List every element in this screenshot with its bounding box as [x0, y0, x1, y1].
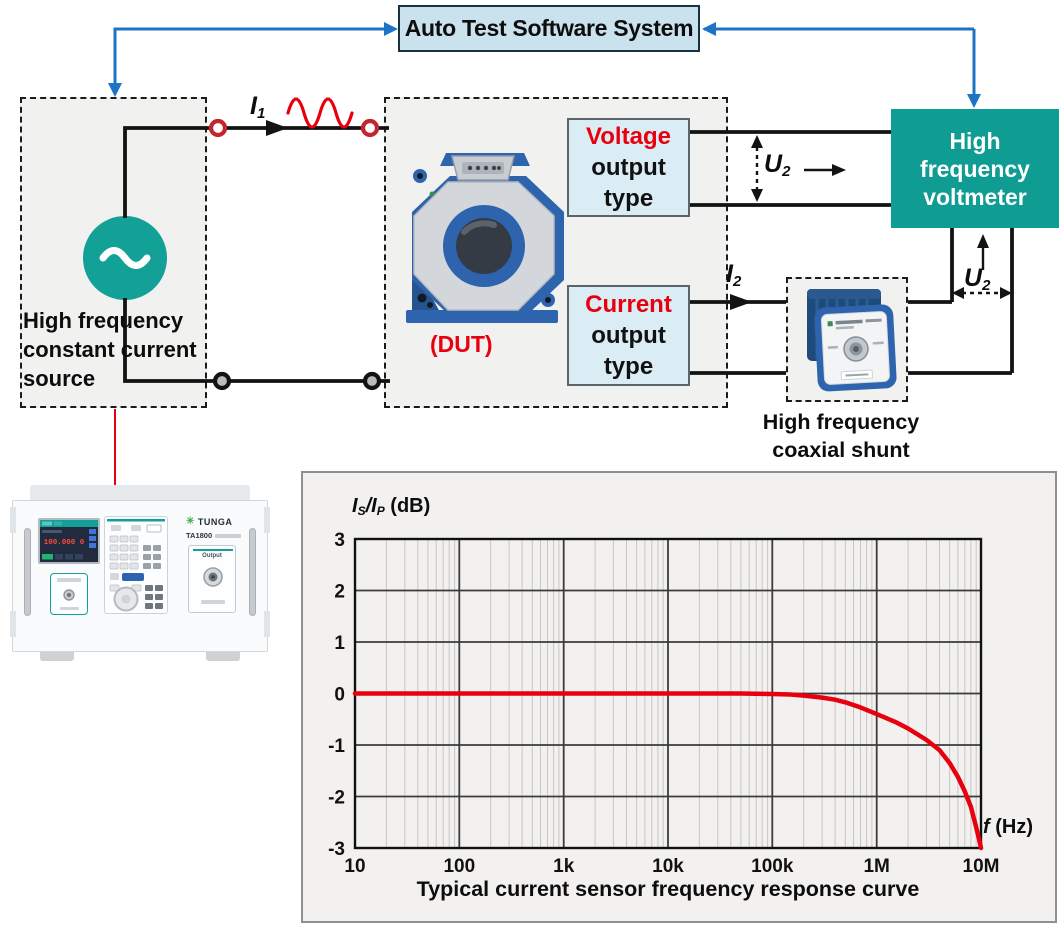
- chart-x-axis-label: f (Hz): [983, 816, 1033, 838]
- shunt-voltmeter-wires: [908, 228, 1014, 375]
- u2-right-arrow-right-icon: [1000, 287, 1012, 299]
- model-text: TA1800: [186, 531, 213, 540]
- brand-text: TUNGA: [197, 517, 233, 527]
- instrument-handle-right: [249, 528, 256, 616]
- rack-ear: [264, 507, 270, 533]
- output-connector-icon: [203, 567, 223, 587]
- dut-sensor-image: [398, 150, 568, 332]
- instrument-input-panel: [50, 573, 88, 615]
- u2-span-arrow-up-icon: [751, 135, 763, 148]
- x-tick-label: 1M: [863, 856, 889, 877]
- primary-current-wires: [123, 126, 390, 383]
- ac-source-symbol: [83, 216, 167, 300]
- x-tick-label: 100: [443, 856, 475, 877]
- current-output-word: output: [591, 322, 666, 349]
- display-reading: 100.000 0: [44, 539, 85, 547]
- terminal-bottom-right: [362, 371, 382, 391]
- y-tick-label: -1: [328, 736, 345, 757]
- current-source-instrument: 100.000 0: [10, 483, 270, 675]
- y-tick-label: -2: [328, 788, 345, 809]
- voltage-output-type-box: Voltage output type: [567, 118, 690, 217]
- current-type-word: type: [603, 353, 654, 380]
- tunga-logo-icon: ✳: [186, 516, 195, 527]
- input-connector-icon: [63, 589, 75, 601]
- i2-direction-arrow-icon: [730, 294, 752, 310]
- response-curve: [352, 691, 984, 851]
- auto-test-software-box: Auto Test Software System: [398, 5, 700, 52]
- current-sensor-icon: [406, 153, 564, 323]
- shunt-caption: High frequency coaxial shunt: [762, 410, 920, 462]
- i1-label: I1: [250, 92, 266, 122]
- source-label: High frequency constant current source: [23, 308, 197, 391]
- arrow-down-source-icon: [108, 83, 122, 97]
- voltage-word: Voltage: [586, 123, 671, 150]
- arrow-down-voltmeter-icon: [967, 94, 981, 108]
- y-tick-label: 0: [334, 685, 345, 706]
- u2-right-arrow-up-icon: [977, 234, 989, 248]
- arrow-into-software-left-icon: [384, 22, 398, 36]
- terminal-bottom-left: [212, 371, 232, 391]
- voltage-output-word: output: [591, 154, 666, 181]
- rack-ear: [10, 507, 16, 533]
- voltage-type-word: type: [603, 185, 654, 212]
- u2-right-arrow-left-icon: [952, 287, 964, 299]
- instrument-brand: ✳ TUNGA: [186, 516, 233, 528]
- current-output-wires: [690, 300, 786, 375]
- ac-sine-icon: [99, 247, 151, 269]
- terminal-top-right: [360, 118, 380, 138]
- coaxial-shunt-image: [797, 285, 899, 395]
- instrument-foot: [206, 652, 240, 661]
- instrument-keypad: [104, 516, 168, 614]
- auto-test-label: Auto Test Software System: [404, 15, 694, 41]
- y-tick-label: 3: [334, 530, 345, 551]
- instrument-handle-left: [24, 528, 31, 616]
- control-line-left: [113, 27, 392, 94]
- coaxial-shunt-icon: [807, 289, 897, 392]
- x-tick-label: 10M: [963, 856, 1000, 877]
- u2-span-arrow-down-icon: [751, 189, 763, 202]
- instrument-foot: [40, 652, 74, 661]
- x-tick-label: 100k: [751, 856, 794, 877]
- voltmeter-box: High frequency voltmeter: [891, 109, 1059, 228]
- dut-label: (DUT): [430, 331, 493, 357]
- current-output-type-box: Current output type: [567, 285, 690, 386]
- control-line-right: [704, 27, 976, 104]
- x-tick-label: 10k: [652, 856, 684, 877]
- i2-label: I2: [726, 260, 742, 290]
- x-tick-label: 10: [344, 856, 365, 877]
- u2-direction-arrow-icon: [832, 164, 846, 176]
- rack-ear: [10, 611, 16, 637]
- u2-right-label: U2: [964, 264, 991, 294]
- current-word: Current: [585, 291, 672, 318]
- output-label: Output: [202, 553, 222, 559]
- u2-mid-label: U2: [764, 150, 791, 180]
- instrument-output-panel: Output: [188, 545, 236, 613]
- model-subtitle-bar: [215, 533, 242, 538]
- terminal-top-left: [208, 118, 228, 138]
- instrument-model: TA1800: [186, 531, 242, 540]
- y-tick-label: 1: [334, 633, 345, 654]
- chart-y-axis-label: IS/IP (dB): [352, 495, 431, 518]
- rack-ear: [264, 611, 270, 637]
- voltage-output-wires: [690, 130, 891, 207]
- y-tick-label: -3: [328, 839, 345, 860]
- x-tick-label: 1k: [553, 856, 575, 877]
- instrument-lid: [30, 485, 250, 500]
- chart-title: Typical current sensor frequency respons…: [416, 877, 920, 901]
- y-tick-label: 2: [334, 582, 345, 603]
- arrow-into-software-right-icon: [702, 22, 716, 36]
- sine-wave-icon: [286, 97, 354, 129]
- i1-direction-arrow-icon: [266, 120, 288, 136]
- instrument-display: 100.000 0: [38, 518, 100, 564]
- voltmeter-label: High frequency voltmeter: [920, 127, 1030, 210]
